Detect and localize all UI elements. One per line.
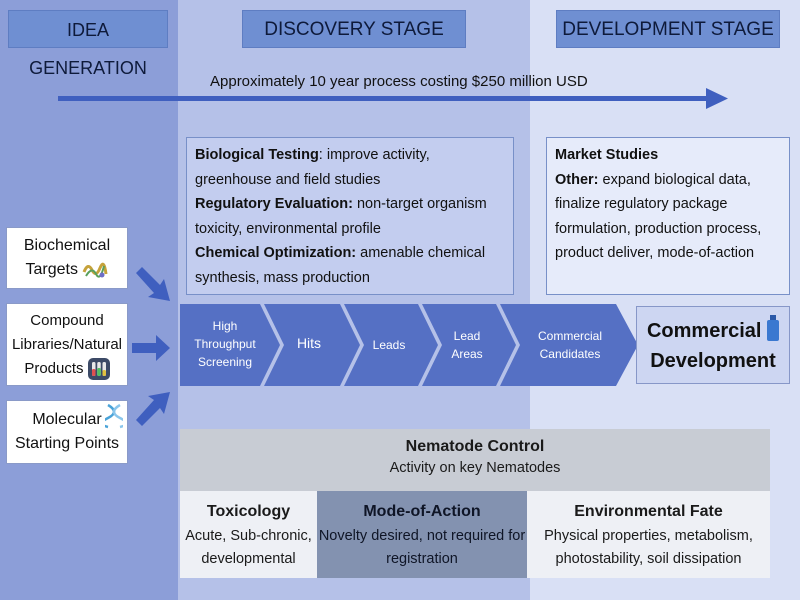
- dna-icon: [105, 403, 123, 429]
- biochemical-targets-line1: Biochemical: [23, 237, 111, 254]
- lead-areas-chevron: [422, 304, 516, 386]
- compound-libraries-line3: Products: [24, 360, 84, 377]
- biological-testing-text: : improve activity, greenhouse and field…: [195, 147, 430, 188]
- nematode-control-title: Nematode Control: [405, 438, 545, 455]
- discovery-activities-box: Biological Testing: improve activity, gr…: [186, 137, 514, 295]
- nematode-control-header: Nematode Control Activity on key Nematod…: [180, 429, 770, 491]
- idea-generation-header: IDEA GENERATION: [8, 10, 168, 78]
- leads-label: Leads: [372, 338, 406, 352]
- commercial-candidates-chevron: [500, 304, 638, 386]
- commercial-candidates-label: Commercial Candidates: [537, 329, 602, 361]
- regulatory-evaluation-label: Regulatory Evaluation:: [195, 196, 353, 212]
- timeline-caption: Approximately 10 year process costing $2…: [210, 73, 588, 90]
- regulatory-evaluation-text: non-target organism toxicity, environmen…: [195, 196, 487, 237]
- environmental-fate-column: Environmental Fate Physical properties, …: [527, 491, 770, 578]
- timeline-arrow: [58, 88, 728, 109]
- protein-icon: [83, 262, 108, 278]
- commercial-development-line1: Commercial: [646, 320, 762, 342]
- toxicology-column: Toxicology Acute, Sub-chronic, developme…: [180, 491, 317, 578]
- mode-of-action-title: Mode-of-Action: [363, 503, 481, 520]
- compound-arrow: [132, 335, 170, 361]
- commercial-development-line2: Development: [650, 350, 776, 372]
- commercial-development-box: Commercial Development: [636, 306, 790, 384]
- biochemical-targets-box: Biochemical Targets: [6, 227, 128, 289]
- environmental-fate-text: Physical properties, metabolism, photost…: [544, 528, 753, 567]
- development-activities-box: Market Studies Other: expand biological …: [546, 137, 790, 295]
- hts-chevron: [180, 304, 280, 386]
- biological-testing-label: Biological Testing: [195, 147, 319, 163]
- molecular-starting-line1: Molecular: [32, 411, 102, 428]
- other-label: Other:: [555, 171, 599, 188]
- molecular-starting-line2: Starting Points: [14, 435, 120, 452]
- chemical-optimization-label: Chemical Optimization:: [195, 245, 357, 261]
- bottle-icon: [767, 315, 780, 341]
- nematode-control-panel: Nematode Control Activity on key Nematod…: [180, 429, 770, 578]
- nematode-control-subtitle: Activity on key Nematodes: [389, 460, 561, 476]
- chemical-optimization-text: amenable chemical synthesis, mass produc…: [195, 245, 486, 286]
- development-stage-header: DEVELOPMENT STAGE: [556, 10, 780, 48]
- biochemical-targets-line2: Targets: [25, 261, 78, 278]
- mode-of-action-column: Mode-of-Action Novelty desired, not requ…: [317, 491, 527, 578]
- hits-chevron: [264, 304, 360, 386]
- other-text: expand biological data, finalize regulat…: [555, 171, 762, 262]
- leads-chevron: [344, 304, 438, 386]
- compound-libraries-line1: Compound: [30, 312, 104, 329]
- biochemical-arrow: [136, 267, 170, 301]
- hts-label: High Throughput Screening: [194, 319, 256, 369]
- environmental-fate-title: Environmental Fate: [574, 503, 723, 520]
- compound-libraries-box: Compound Libraries/Natural Products: [6, 303, 128, 386]
- molecular-arrow: [136, 392, 170, 426]
- market-studies-label: Market Studies: [555, 147, 659, 163]
- test-tubes-icon: [87, 358, 110, 381]
- hits-label: Hits: [296, 335, 322, 351]
- toxicology-title: Toxicology: [206, 503, 291, 520]
- toxicology-text: Acute, Sub-chronic, developmental: [185, 528, 312, 567]
- mode-of-action-text: Novelty desired, not required for regist…: [318, 528, 526, 567]
- discovery-pipeline: [180, 304, 638, 386]
- compound-libraries-line2: Libraries/Natural: [11, 336, 123, 353]
- lead-areas-label: Lead Areas: [451, 329, 483, 361]
- molecular-starting-points-box: Molecular Starting Points: [6, 400, 128, 464]
- discovery-stage-header: DISCOVERY STAGE: [242, 10, 466, 48]
